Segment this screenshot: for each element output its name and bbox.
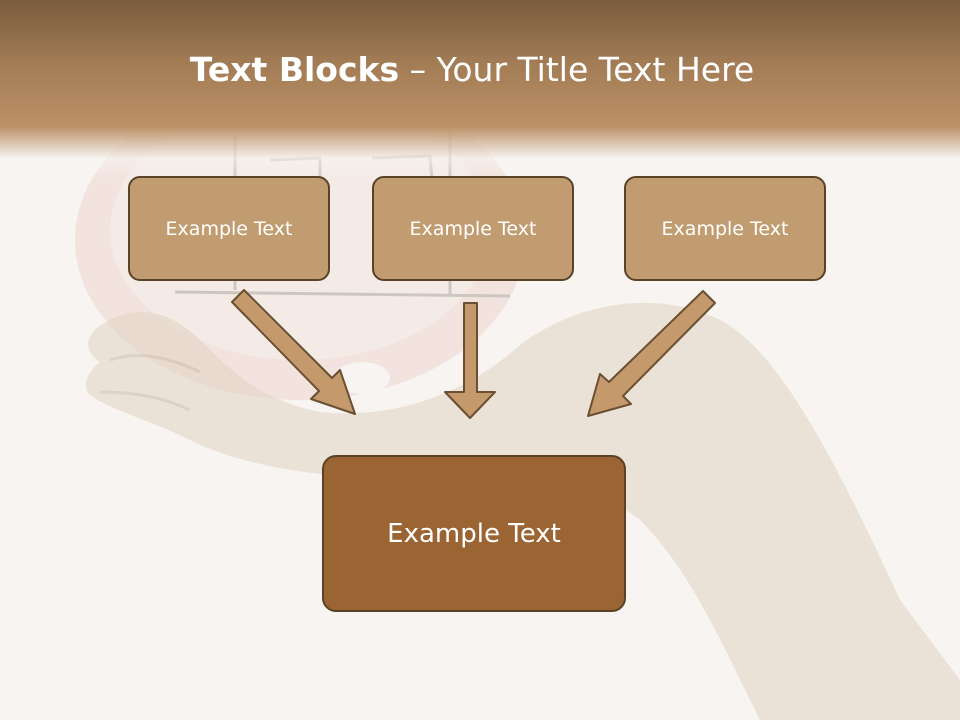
text-block-3-label: Example Text <box>661 217 789 240</box>
text-block-1-label: Example Text <box>165 217 293 240</box>
page-title: Text Blocks – Your Title Text Here <box>0 50 944 89</box>
text-block-3: Example Text <box>624 176 826 281</box>
text-block-2-label: Example Text <box>409 217 537 240</box>
main-text-block: Example Text <box>322 455 626 612</box>
text-block-1: Example Text <box>128 176 330 281</box>
title-rest: – Your Title Text Here <box>399 50 755 89</box>
title-bar <box>0 0 960 180</box>
title-bold: Text Blocks <box>189 50 400 89</box>
hand-icon <box>85 302 960 720</box>
text-block-2: Example Text <box>372 176 574 281</box>
main-text-block-label: Example Text <box>387 518 561 549</box>
